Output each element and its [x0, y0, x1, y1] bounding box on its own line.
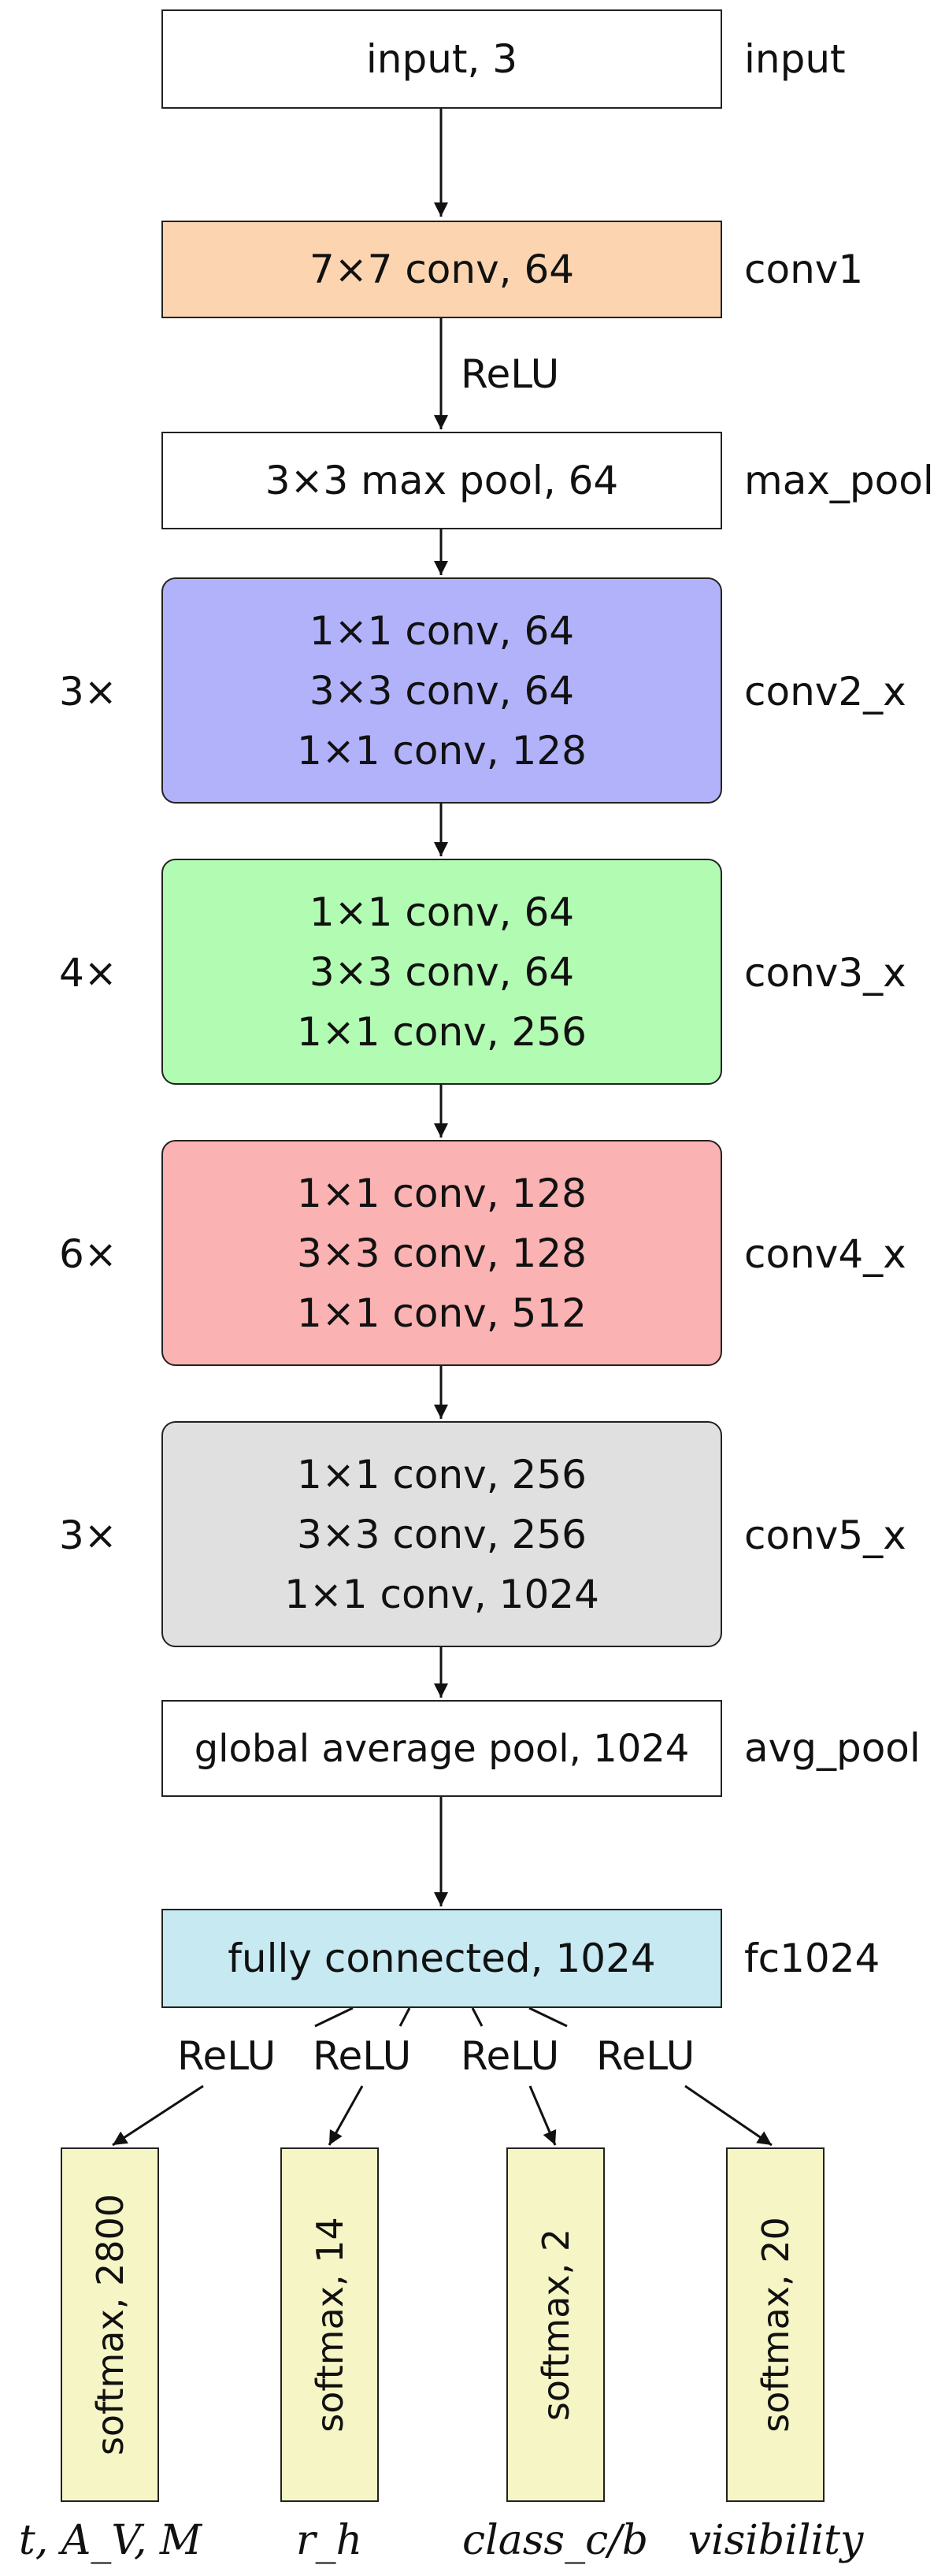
maxpool-layer-label: max_pool — [744, 458, 934, 503]
conv5-line-3: 1×1 conv, 1024 — [284, 1571, 599, 1617]
input-node: input, 3 — [161, 9, 722, 109]
line-fc-head1 — [314, 2006, 354, 2028]
maxpool-node: 3×3 max pool, 64 — [161, 432, 722, 529]
conv4-layer-label: conv4_x — [744, 1231, 906, 1277]
softmax-head-2-text: softmax, 14 — [308, 2217, 351, 2433]
avgpool-node: global average pool, 1024 — [161, 1700, 722, 1797]
conv3-node: 1×1 conv, 64 3×3 conv, 64 1×1 conv, 256 — [161, 859, 722, 1085]
conv5-repeat: 3× — [59, 1513, 117, 1558]
conv1-relu-label: ReLU — [461, 351, 560, 397]
fc-node: fully connected, 1024 — [161, 1909, 722, 2008]
fc-layer-label: fc1024 — [744, 1936, 880, 1981]
conv3-line-1: 1×1 conv, 64 — [309, 889, 575, 935]
conv1-layer-label: conv1 — [744, 247, 864, 292]
input-node-text: input, 3 — [365, 36, 518, 82]
softmax-head-4-text: softmax, 20 — [754, 2217, 797, 2433]
head2-output-label: r_h — [295, 2517, 363, 2564]
arrow-head2 — [328, 2085, 364, 2146]
conv2-line-3: 1×1 conv, 128 — [297, 727, 587, 774]
head4-output-label: visibility — [687, 2517, 864, 2564]
conv2-line-1: 1×1 conv, 64 — [309, 607, 575, 654]
softmax-head-1-text: softmax, 2800 — [88, 2193, 132, 2456]
conv2-repeat: 3× — [59, 669, 117, 715]
conv5-line-1: 1×1 conv, 256 — [297, 1451, 587, 1498]
avgpool-layer-label: avg_pool — [744, 1725, 921, 1771]
softmax-head-3-text: softmax, 2 — [534, 2228, 577, 2422]
head1-relu-label: ReLU — [177, 2033, 276, 2079]
head3-output-label: class_c/b — [461, 2517, 649, 2564]
conv2-layer-label: conv2_x — [744, 669, 906, 715]
softmax-head-1: softmax, 2800 — [61, 2147, 159, 2502]
head3-relu-label: ReLU — [461, 2033, 560, 2079]
line-fc-head4 — [528, 2006, 568, 2028]
fc-node-text: fully connected, 1024 — [228, 1936, 656, 1981]
conv2-node: 1×1 conv, 64 3×3 conv, 64 1×1 conv, 128 — [161, 577, 722, 804]
conv3-line-3: 1×1 conv, 256 — [297, 1008, 587, 1055]
conv5-node: 1×1 conv, 256 3×3 conv, 256 1×1 conv, 10… — [161, 1421, 722, 1647]
input-layer-label: input — [744, 36, 846, 82]
conv4-line-1: 1×1 conv, 128 — [297, 1170, 587, 1216]
head4-relu-label: ReLU — [596, 2033, 695, 2079]
conv5-layer-label: conv5_x — [744, 1513, 906, 1558]
head1-output-label: t, A_V, M — [18, 2517, 202, 2564]
head2-relu-label: ReLU — [313, 2033, 412, 2079]
arrow-head4 — [684, 2084, 773, 2147]
conv5-line-2: 3×3 conv, 256 — [297, 1511, 587, 1557]
conv4-line-3: 1×1 conv, 512 — [297, 1290, 587, 1336]
conv1-node: 7×7 conv, 64 — [161, 221, 722, 318]
conv2-line-2: 3×3 conv, 64 — [309, 667, 575, 714]
arrow-head1 — [112, 2084, 204, 2147]
avgpool-node-text: global average pool, 1024 — [194, 1726, 690, 1771]
maxpool-node-text: 3×3 max pool, 64 — [265, 458, 619, 503]
softmax-head-4: softmax, 20 — [726, 2147, 825, 2502]
conv4-repeat: 6× — [59, 1231, 117, 1277]
line-fc-head2 — [398, 2007, 411, 2027]
conv4-node: 1×1 conv, 128 3×3 conv, 128 1×1 conv, 51… — [161, 1140, 722, 1366]
arrow-head3 — [528, 2085, 557, 2146]
softmax-head-3: softmax, 2 — [506, 2147, 605, 2502]
softmax-head-2: softmax, 14 — [280, 2147, 379, 2502]
conv4-line-2: 3×3 conv, 128 — [297, 1230, 587, 1276]
conv3-layer-label: conv3_x — [744, 950, 906, 996]
conv3-line-2: 3×3 conv, 64 — [309, 948, 575, 995]
conv1-node-text: 7×7 conv, 64 — [309, 247, 575, 292]
line-fc-head3 — [471, 2007, 484, 2027]
conv3-repeat: 4× — [59, 950, 117, 996]
